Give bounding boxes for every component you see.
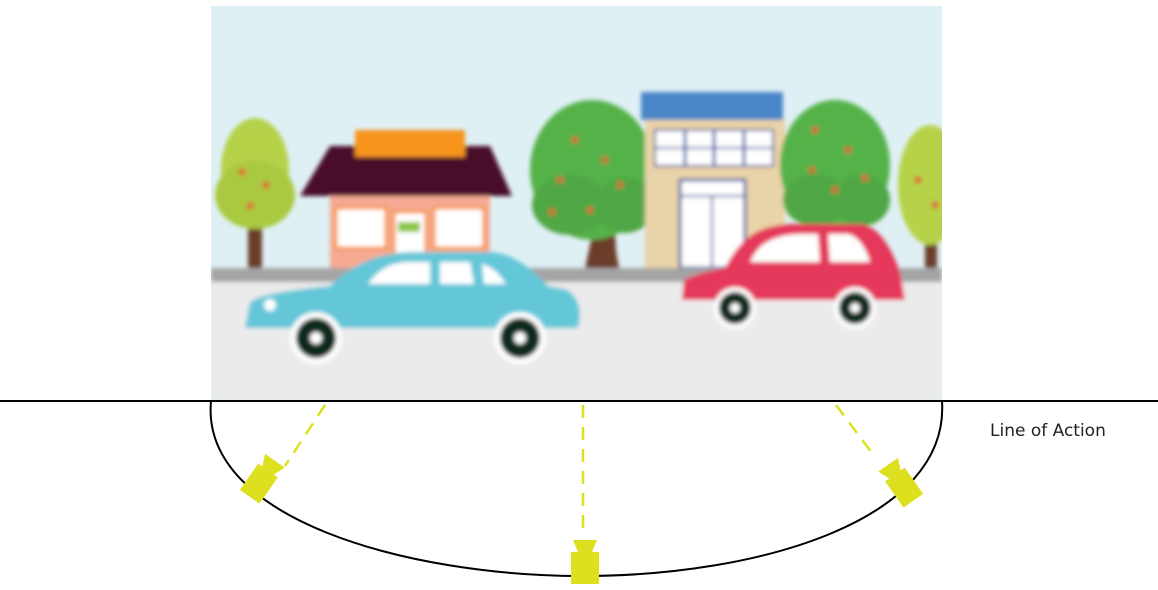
camera-right-icon: [878, 458, 923, 508]
camera-left-icon: [240, 454, 285, 504]
scene-illustration: [211, 6, 962, 400]
camera-arc: [211, 401, 943, 576]
sight-line-left: [285, 405, 325, 466]
shop: [300, 130, 512, 272]
line-of-action-label: Line of Action: [990, 421, 1106, 441]
sight-line-right: [836, 405, 875, 457]
camera-center-icon: [571, 540, 599, 584]
